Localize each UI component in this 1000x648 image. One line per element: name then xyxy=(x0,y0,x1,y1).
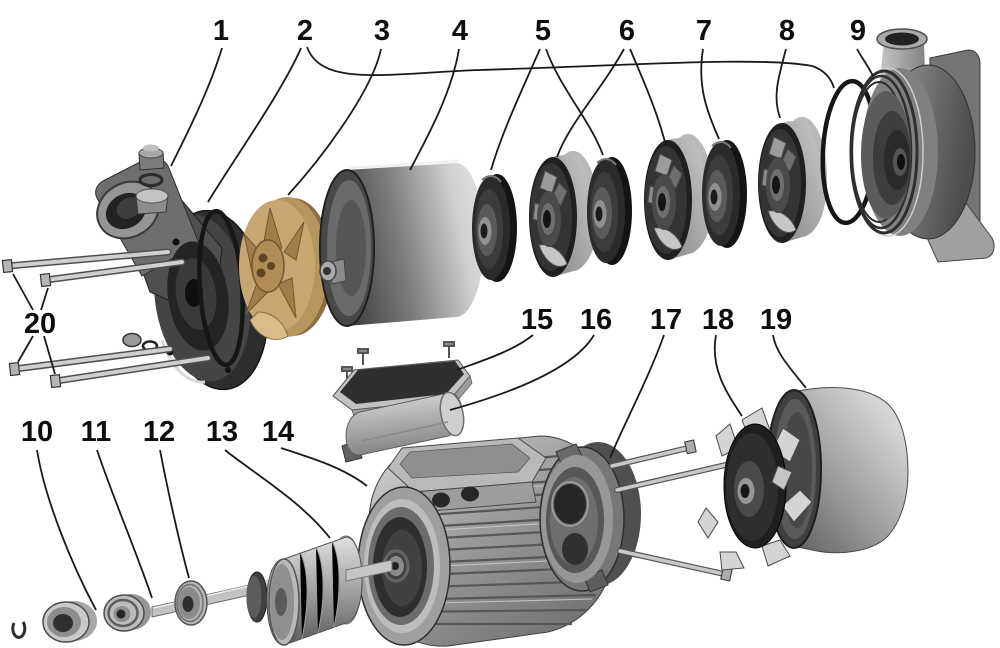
callout-3: 3 xyxy=(374,15,390,47)
leader-8 xyxy=(775,48,787,119)
leader-13 xyxy=(224,449,331,539)
drain-plug xyxy=(122,332,142,348)
leader-14 xyxy=(280,447,368,487)
part-pump-sleeve xyxy=(319,159,484,327)
callout-9: 9 xyxy=(850,15,866,47)
part-bearing-and-seal-set xyxy=(11,594,151,643)
callout-17: 17 xyxy=(650,304,682,336)
leader-18 xyxy=(713,334,743,417)
leader-12 xyxy=(159,449,190,579)
circlip xyxy=(11,621,27,639)
leader-3 xyxy=(287,48,382,196)
part-tie-rods xyxy=(1,248,212,389)
leader-9 xyxy=(856,48,874,77)
plug-washer xyxy=(138,173,164,187)
callout-20: 20 xyxy=(24,308,56,340)
leader-19 xyxy=(772,334,807,389)
part-suction-diffuser-plate xyxy=(239,197,333,340)
leader-4 xyxy=(409,48,460,171)
callout-10: 10 xyxy=(21,416,53,448)
leader-20c xyxy=(17,335,34,363)
leader-16 xyxy=(449,334,595,411)
leader-15 xyxy=(456,334,534,371)
leader-6b xyxy=(629,48,667,147)
leader-lines xyxy=(12,46,874,611)
part-impeller-2 xyxy=(586,156,633,266)
leader-2a xyxy=(207,47,302,203)
leader-20d xyxy=(43,335,56,375)
part-cooling-fan xyxy=(697,407,813,571)
callout-13: 13 xyxy=(206,416,238,448)
part-impeller-3 xyxy=(701,139,748,249)
part-impeller-1 xyxy=(471,173,518,283)
callout-18: 18 xyxy=(702,304,734,336)
part-capacitor xyxy=(341,391,465,463)
leader-11 xyxy=(96,449,153,599)
rotor-stub-shaft xyxy=(345,559,393,582)
leader-2b xyxy=(306,46,835,89)
leader-1 xyxy=(170,47,223,167)
callout-16: 16 xyxy=(580,304,612,336)
leader-7 xyxy=(700,48,720,140)
leader-5b xyxy=(545,48,604,156)
callout-6: 6 xyxy=(619,15,635,47)
callout-labels: 1 2 3 4 5 6 7 8 9 10 11 12 13 14 15 16 1… xyxy=(21,15,866,448)
callout-1: 1 xyxy=(213,15,229,47)
leader-5a xyxy=(490,48,541,171)
callout-2: 2 xyxy=(297,15,313,47)
callout-8: 8 xyxy=(779,15,795,47)
callout-7: 7 xyxy=(696,15,712,47)
callout-14: 14 xyxy=(262,416,294,448)
callout-11: 11 xyxy=(81,416,112,448)
part-through-bolts xyxy=(609,439,740,582)
part-shaft xyxy=(151,571,273,623)
callout-15: 15 xyxy=(521,304,553,336)
part-pump-casing xyxy=(849,28,995,263)
callout-12: 12 xyxy=(143,416,175,448)
leader-20b xyxy=(40,287,49,311)
callout-4: 4 xyxy=(452,15,468,47)
part-last-stage-diffuser xyxy=(757,116,828,244)
part-bearing xyxy=(174,580,208,626)
callout-5: 5 xyxy=(535,15,551,47)
callout-19: 19 xyxy=(760,304,792,336)
leader-10 xyxy=(36,449,97,611)
leader-20a xyxy=(12,273,34,311)
leader-17 xyxy=(609,334,665,459)
part-rotor xyxy=(266,535,393,646)
leader-6a xyxy=(556,48,625,158)
